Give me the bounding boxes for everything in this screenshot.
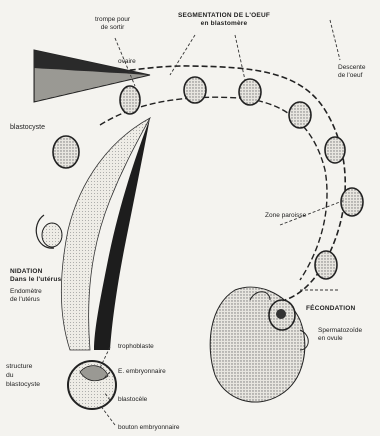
cell-stage-4	[289, 102, 311, 128]
label-zone: Zone paroisse	[265, 212, 306, 220]
cell-stage-5	[325, 137, 345, 163]
label-e-embryonnaire: E. embryonnaire	[118, 368, 166, 376]
cell-stage-7	[315, 251, 337, 279]
label-descente: Descente de l'oeuf	[338, 64, 365, 80]
cell-stage-3	[239, 79, 261, 105]
label-fecondation-sub: Spermatozoïde en ovule	[318, 327, 362, 343]
label-bouton-embryonnaire: bouton embryonnaire	[118, 424, 179, 432]
blastocyst-structure	[68, 361, 116, 409]
implantation-site	[210, 287, 308, 402]
label-implantation: NIDATION Dans le l'utérus	[10, 268, 61, 284]
label-structure-title: structure du blastocyste	[6, 362, 40, 389]
label-blastocyste: blastocyste	[10, 124, 45, 132]
label-segmentation: SEGMENTATION DE L'OEUF en blastomère	[178, 12, 270, 28]
label-ovaire: ovaire	[118, 58, 136, 66]
label-blastocele: blastocèle	[118, 396, 147, 404]
cell-stage-1	[120, 86, 140, 114]
cell-stage-6	[341, 188, 363, 216]
cell-stage-2	[184, 77, 206, 103]
label-trophoblaste: trophoblaste	[118, 343, 154, 351]
label-top-mucus: trompe pour de sortir	[95, 16, 130, 32]
label-implantation-sub: Endomètre de l'utérus	[10, 288, 42, 304]
label-fecondation: FÉCONDATION	[306, 305, 355, 313]
